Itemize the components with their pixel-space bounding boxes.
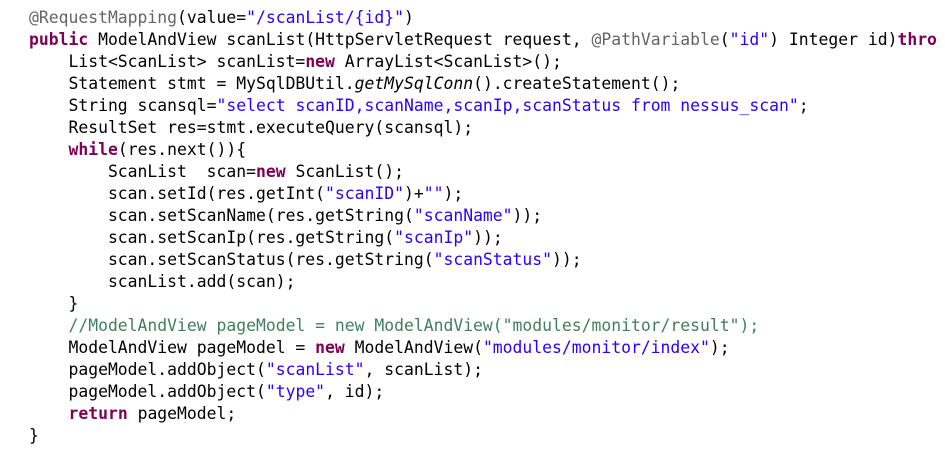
code-token-string: "scanID": [325, 184, 404, 203]
code-token-plain: ) Integer id): [769, 30, 898, 49]
code-token-plain: , scanList);: [364, 360, 483, 379]
code-line: return pageModel;: [29, 403, 937, 425]
code-token-plain: pageModel.addObject(: [29, 360, 266, 379]
code-token-string: "scanIp": [394, 228, 474, 247]
code-line: scan.setId(res.getInt("scanID")+"");: [29, 183, 937, 205]
code-line: ScanList scan=new ScanList();: [29, 161, 937, 183]
code-token-plain: ScanList();: [285, 162, 404, 181]
code-token-plain: );: [709, 338, 730, 357]
code-token-plain: ));: [552, 250, 582, 269]
code-token-plain: pageModel;: [127, 404, 237, 423]
code-line: }: [29, 293, 937, 315]
code-token-plain: }: [29, 426, 39, 445]
code-token-annotation: @RequestMapping: [29, 8, 178, 27]
code-token-plain: )+: [404, 184, 424, 203]
code-text-area[interactable]: @RequestMapping(value="/scanList/{id}")p…: [29, 7, 937, 447]
code-token-keyword: thro: [897, 30, 937, 49]
code-line: List<ScanList> scanList=new ArrayList<Sc…: [29, 51, 937, 73]
code-line: scanList.add(scan);: [29, 271, 937, 293]
code-line: //ModelAndView pageModel = new ModelAndV…: [29, 315, 937, 337]
code-token-plain: ResultSet res=stmt.executeQuery(scansql)…: [29, 118, 474, 137]
code-token-keyword: new: [255, 162, 286, 181]
code-token-string: "scanList": [265, 360, 365, 379]
code-token-keyword: new: [315, 338, 345, 357]
code-line: while(res.next()){: [29, 139, 937, 161]
code-token-plain: scanList.add(scan);: [29, 272, 296, 291]
code-token-string: "id": [729, 30, 770, 49]
code-token-plain: (value=: [177, 8, 247, 27]
code-token-string: "/scanList/{id}": [246, 8, 404, 27]
code-token-keyword: public: [29, 30, 89, 49]
code-line: pageModel.addObject("type", id);: [29, 381, 937, 403]
code-token-string: "modules/monitor/index": [482, 338, 710, 357]
code-token-plain: String scansql=: [29, 96, 217, 115]
code-line: String scansql="select scanID,scanName,s…: [29, 95, 937, 117]
code-token-plain: pageModel.addObject(: [29, 382, 266, 401]
code-line: }: [29, 425, 937, 447]
code-token-static: getMySqlConn: [354, 74, 474, 93]
code-line: pageModel.addObject("scanList", scanList…: [29, 359, 937, 381]
code-token-plain: ModelAndView scanList(HttpServletRequest…: [88, 30, 592, 49]
code-token-keyword: return: [68, 404, 128, 423]
code-line: Statement stmt = MySqlDBUtil.getMySqlCon…: [29, 73, 937, 95]
code-token-string: "": [423, 184, 444, 203]
code-token-keyword: while: [68, 140, 118, 159]
code-token-plain: }: [29, 294, 79, 313]
code-token-string: "scanStatus": [433, 250, 553, 269]
code-token-plain: , id);: [325, 382, 385, 401]
code-line: ModelAndView pageModel = new ModelAndVie…: [29, 337, 937, 359]
code-token-plain: ScanList scan=: [29, 162, 256, 181]
code-token-plain: Statement stmt = MySqlDBUtil.: [29, 74, 355, 93]
code-token-plain: [29, 140, 68, 159]
code-line: @RequestMapping(value="/scanList/{id}"): [29, 7, 937, 29]
code-token-string: "type": [265, 382, 326, 401]
code-line: scan.setScanStatus(res.getString("scanSt…: [29, 249, 937, 271]
code-line: scan.setScanName(res.getString("scanName…: [29, 205, 937, 227]
code-token-plain: ArrayList<ScanList>();: [334, 52, 562, 71]
code-token-plain: scan.setScanIp(res.getString(: [29, 228, 395, 247]
code-token-plain: );: [443, 184, 464, 203]
code-token-plain: scan.setScanName(res.getString(: [29, 206, 414, 225]
code-token-plain: (: [719, 30, 730, 49]
code-token-plain: scan.setId(res.getInt(: [29, 184, 326, 203]
code-line: scan.setScanIp(res.getString("scanIp"));: [29, 227, 937, 249]
code-token-keyword: new: [305, 52, 335, 71]
code-line: public ModelAndView scanList(HttpServlet…: [29, 29, 937, 51]
code-token-annotation: @PathVariable: [591, 30, 720, 49]
code-token-plain: ModelAndView pageModel =: [29, 338, 316, 357]
code-token-plain: (res.next()){: [117, 140, 247, 159]
code-token-string: "scanName": [413, 206, 513, 225]
code-token-plain: ));: [473, 228, 503, 247]
code-token-plain: ModelAndView(: [344, 338, 483, 357]
code-token-plain: ));: [512, 206, 543, 225]
code-token-string: "select scanID,scanName,scanIp,scanStatu…: [216, 96, 799, 115]
code-token-plain: scan.setScanStatus(res.getString(: [29, 250, 434, 269]
code-token-comment: //ModelAndView pageModel = new ModelAndV…: [29, 316, 760, 335]
code-line: ResultSet res=stmt.executeQuery(scansql)…: [29, 117, 937, 139]
code-token-plain: ;: [798, 96, 809, 115]
code-token-plain: ): [404, 8, 414, 27]
code-token-plain: List<ScanList> scanList=: [29, 52, 306, 71]
code-token-plain: ().createStatement();: [473, 74, 681, 93]
code-token-plain: [29, 404, 68, 423]
